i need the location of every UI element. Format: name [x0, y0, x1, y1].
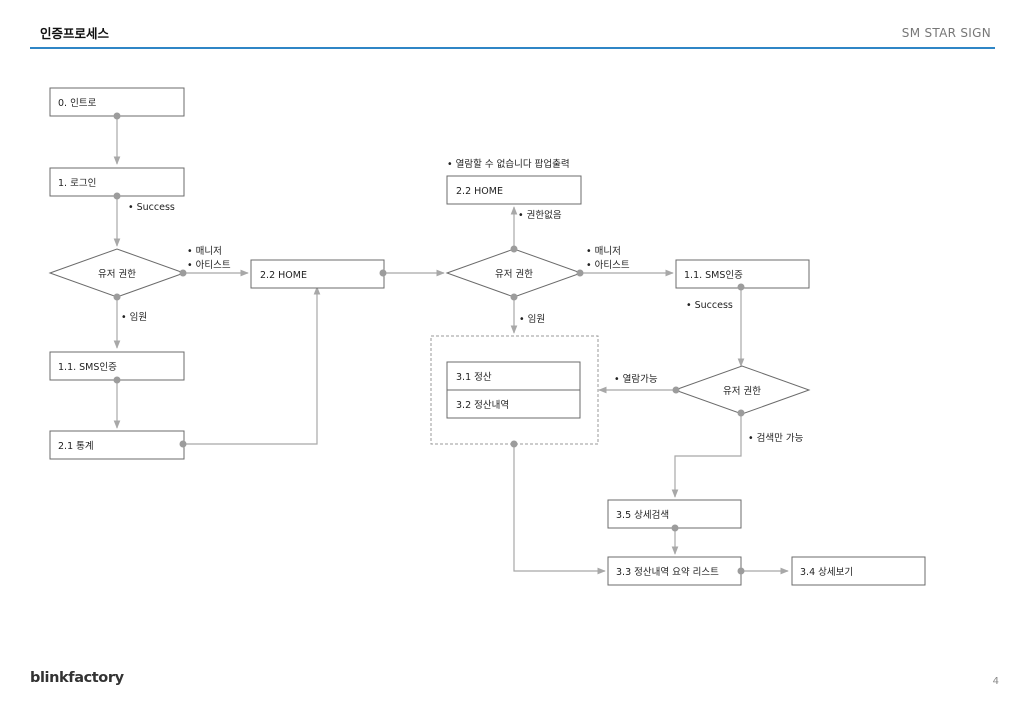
decision-auth-3-label: 유저 권한 [723, 385, 761, 397]
node-sms-right-box [675, 259, 810, 289]
node-settle-label: 3.1 정산 [456, 372, 492, 383]
note-popup: • 열람할 수 없습니다 팝업출력 [447, 158, 570, 170]
node-settle-history-label: 3.2 정산내역 [456, 400, 509, 411]
note-manager-mid: • 매니저 [586, 246, 621, 257]
node-home-mid-label: 2.2 HOME [260, 270, 307, 281]
node-home-top-label: 2.2 HOME [456, 186, 503, 197]
note-success-right: • Success [686, 300, 733, 311]
note-exec-left: • 임원 [121, 311, 147, 323]
node-intro-label: 0. 인트로 [58, 98, 97, 109]
node-login-box [49, 167, 185, 197]
header-divider [30, 47, 995, 49]
note-artist-left: • 아티스트 [187, 260, 231, 271]
project-label: SM STAR SIGN [901, 26, 991, 40]
node-summary-list-box [607, 556, 742, 586]
node-home-mid-box [250, 259, 385, 289]
settlement-group [430, 335, 599, 445]
node-sms-right-label: 1.1. SMS인증 [684, 270, 743, 281]
page-title: 인증프로세스 [40, 26, 110, 41]
note-exec-mid: • 임원 [519, 313, 545, 325]
node-intro-box [49, 87, 185, 117]
note-viewable: • 열람가능 [614, 373, 658, 385]
note-no-permission: • 권한없음 [518, 209, 562, 221]
node-detail-search-label: 3.5 상세검색 [616, 509, 669, 521]
node-summary-list-label: 3.3 정산내역 요약 리스트 [616, 566, 719, 578]
node-detail-view-box [791, 556, 926, 586]
note-search-only: • 검색만 가능 [748, 432, 804, 444]
node-detail-view-label: 3.4 상세보기 [800, 567, 853, 578]
junction-dots [113, 112, 745, 575]
note-success-left: • Success [128, 202, 175, 213]
decision-auth-1-label: 유저 권한 [98, 268, 136, 280]
decision-auth-2-label: 유저 권한 [495, 268, 533, 280]
node-detail-search-box [607, 499, 742, 529]
node-home-top-box [446, 175, 582, 205]
decision-auth-3 [673, 365, 811, 415]
note-manager-left: • 매니저 [187, 246, 222, 257]
node-sms-left-label: 1.1. SMS인증 [58, 362, 117, 373]
company-logo: blinkfactory [30, 670, 124, 686]
page-number: 4 [992, 676, 999, 687]
connectors [113, 116, 789, 575]
note-artist-mid: • 아티스트 [586, 260, 630, 271]
node-settle-box [446, 361, 581, 391]
node-settle-history-box [446, 389, 581, 419]
node-login-label: 1. 로그인 [58, 178, 96, 189]
node-stats-label: 2.1 통계 [58, 440, 94, 452]
node-sms-left-box [49, 351, 185, 381]
